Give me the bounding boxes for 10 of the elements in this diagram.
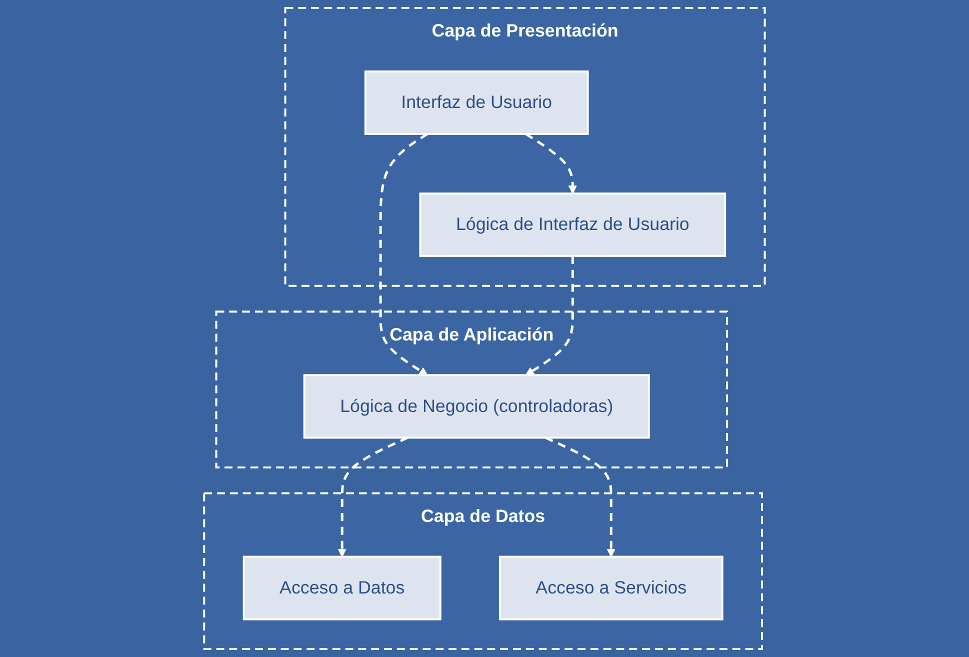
arrow: [525, 256, 574, 376]
arrow: [545, 436, 616, 558]
arrow: [379, 132, 428, 376]
node-box: Acceso a Datos: [242, 556, 442, 620]
node-box: Lógica de Negocio (controladoras): [303, 374, 650, 439]
arrow: [525, 132, 578, 194]
node-box: Acceso a Servicios: [498, 556, 724, 620]
node-box: Interfaz de Usuario: [364, 70, 589, 135]
arrow: [338, 436, 408, 558]
node-box: Lógica de Interfaz de Usuario: [419, 192, 726, 258]
